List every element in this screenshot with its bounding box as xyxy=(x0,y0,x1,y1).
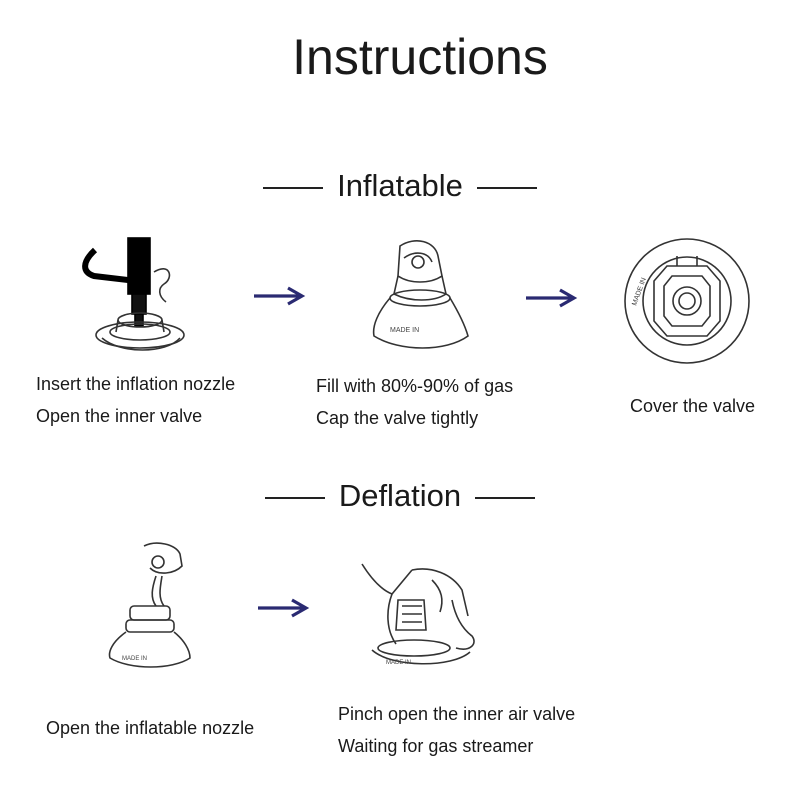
step-text-fill-gas: Fill with 80%-90% of gas Cap the valve t… xyxy=(316,370,513,434)
step-line: Cap the valve tightly xyxy=(316,408,479,428)
inflation-pump-nozzle-icon xyxy=(80,232,200,362)
right-arrow-icon xyxy=(252,286,306,306)
step-line: Pinch open the inner air valve xyxy=(338,704,576,724)
step-text-insert-nozzle: Insert the inflation nozzle Open the inn… xyxy=(36,368,235,432)
step-text-open-nozzle: Open the inflatable nozzle xyxy=(46,712,254,744)
step-text-cover-valve: Cover the valve xyxy=(630,390,755,422)
heading-rule-right xyxy=(475,496,536,499)
step-line: Cover the valve xyxy=(630,396,756,416)
step-line: Open the inner valve xyxy=(36,406,203,426)
section-heading-inflatable-text: Inflatable xyxy=(337,168,463,203)
capped-valve-icon: MADE IN xyxy=(360,236,480,361)
open-nozzle-valve-icon: MADE IN xyxy=(100,540,200,670)
svg-text:MADE IN: MADE IN xyxy=(390,327,419,334)
svg-text:MADE IN: MADE IN xyxy=(386,660,411,666)
valve-cover-top-icon: MADE IN xyxy=(622,236,752,366)
heading-rule-left xyxy=(263,186,324,189)
svg-text:MADE IN: MADE IN xyxy=(122,656,147,662)
right-arrow-icon xyxy=(524,288,578,308)
step-line: Fill with 80%-90% of gas xyxy=(316,376,514,396)
pinching-hand-valve-icon: MADE IN xyxy=(352,560,482,675)
heading-rule-right xyxy=(476,186,537,189)
section-heading-deflation: Deflation xyxy=(0,478,800,514)
section-heading-inflatable: Inflatable xyxy=(0,168,800,204)
step-text-pinch-valve: Pinch open the inner air valve Waiting f… xyxy=(338,698,575,762)
page-title: Instructions xyxy=(292,29,548,85)
svg-text:MADE IN: MADE IN xyxy=(631,277,648,307)
step-line: Open the inflatable nozzle xyxy=(46,718,255,738)
right-arrow-icon xyxy=(256,598,310,618)
section-heading-deflation-text: Deflation xyxy=(338,478,462,513)
step-line: Insert the inflation nozzle xyxy=(36,374,236,394)
heading-rule-left xyxy=(264,496,325,499)
step-line: Waiting for gas streamer xyxy=(338,736,534,756)
